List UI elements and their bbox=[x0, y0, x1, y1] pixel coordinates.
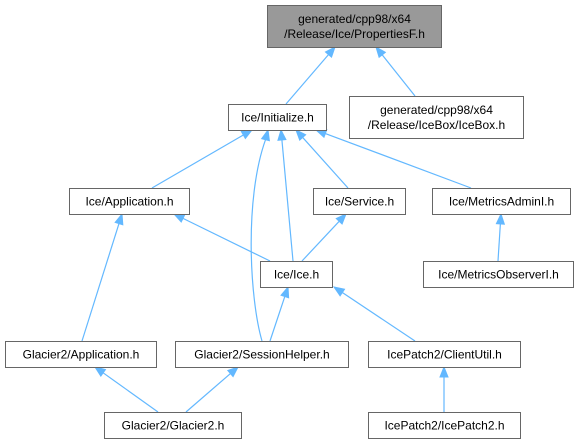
edge-initialize-to-propertiesf bbox=[285, 45, 336, 105]
node-box bbox=[260, 261, 333, 288]
edge-line bbox=[497, 223, 501, 262]
edge-line bbox=[250, 139, 267, 342]
edge-line bbox=[381, 54, 416, 97]
edge-line bbox=[269, 296, 286, 342]
edge-application-to-initialize bbox=[151, 129, 254, 189]
node-glacier2[interactable]: Glacier2/Glacier2.h bbox=[104, 412, 242, 439]
node-box bbox=[313, 188, 406, 215]
node-label: IcePatch2/ClientUtil.h bbox=[387, 348, 502, 362]
edge-icepatch2-to-clientutil bbox=[439, 365, 449, 412]
node-box bbox=[349, 96, 524, 139]
node-label: Ice/Initialize.h bbox=[241, 111, 314, 125]
node-service[interactable]: Ice/Service.h bbox=[313, 188, 406, 215]
node-box bbox=[69, 188, 190, 215]
arrowhead-icon bbox=[280, 285, 290, 299]
edges bbox=[81, 45, 506, 413]
edge-line bbox=[102, 372, 159, 413]
node-box bbox=[368, 412, 521, 439]
node-clientutil[interactable]: IcePatch2/ClientUtil.h bbox=[368, 341, 521, 368]
edge-line bbox=[185, 373, 231, 413]
node-metricsadmini[interactable]: Ice/MetricsAdminI.h bbox=[432, 188, 571, 215]
node-sessionhelper[interactable]: Glacier2/SessionHelper.h bbox=[175, 341, 349, 368]
node-label: /Release/IceBox/IceBox.h bbox=[368, 118, 505, 132]
node-initialize[interactable]: Ice/Initialize.h bbox=[228, 104, 327, 131]
node-glacier2application[interactable]: Glacier2/Application.h bbox=[5, 341, 157, 368]
nodes: generated/cpp98/x64/Release/Ice/Properti… bbox=[5, 5, 574, 439]
edge-ice-to-service bbox=[301, 213, 347, 262]
node-box bbox=[267, 5, 442, 48]
arrowhead-icon bbox=[226, 366, 240, 378]
edge-line bbox=[182, 217, 271, 262]
node-label: generated/cpp98/x64 bbox=[380, 103, 493, 117]
node-label: IcePatch2/IcePatch2.h bbox=[384, 419, 504, 433]
arrowhead-icon bbox=[439, 365, 449, 378]
edge-icebox-to-propertiesf bbox=[375, 45, 416, 97]
edge-line bbox=[151, 134, 244, 189]
node-box bbox=[228, 104, 327, 131]
edge-sessionhelper-to-ice bbox=[269, 285, 290, 342]
node-box bbox=[5, 341, 157, 368]
node-box bbox=[423, 261, 574, 288]
edge-line bbox=[281, 139, 294, 262]
node-label: Ice/Ice.h bbox=[274, 268, 319, 282]
arrowhead-icon bbox=[93, 366, 107, 377]
edge-service-to-initialize bbox=[295, 128, 349, 189]
edge-line bbox=[81, 223, 120, 342]
edge-metricsobserveri-to-metricsadmini bbox=[495, 212, 506, 262]
edge-line bbox=[325, 132, 472, 189]
arrowhead-icon bbox=[277, 128, 287, 141]
node-box bbox=[104, 412, 242, 439]
arrowhead-icon bbox=[332, 286, 346, 297]
edge-clientutil-to-ice bbox=[332, 286, 416, 342]
arrowhead-icon bbox=[495, 212, 506, 225]
edge-glacier2-to-sessionhelper bbox=[185, 366, 240, 413]
node-application[interactable]: Ice/Application.h bbox=[69, 188, 190, 215]
node-icebox[interactable]: generated/cpp98/x64/Release/IceBox/IceBo… bbox=[349, 96, 524, 139]
edge-ice-to-initialize bbox=[277, 128, 294, 262]
edge-line bbox=[301, 220, 340, 262]
node-label: Ice/Application.h bbox=[85, 195, 173, 209]
arrowhead-icon bbox=[114, 212, 124, 226]
edge-line bbox=[302, 137, 349, 189]
node-label: Ice/Service.h bbox=[325, 195, 394, 209]
arrowhead-icon bbox=[172, 213, 186, 223]
node-icepatch2[interactable]: IcePatch2/IcePatch2.h bbox=[368, 412, 521, 439]
edge-line bbox=[341, 292, 416, 342]
node-box bbox=[432, 188, 571, 215]
edge-glacier2-to-glacier2application bbox=[93, 366, 159, 413]
node-label: /Release/Ice/PropertiesF.h bbox=[284, 27, 425, 41]
node-propertiesf: generated/cpp98/x64/Release/Ice/Properti… bbox=[267, 5, 442, 48]
node-label: generated/cpp98/x64 bbox=[298, 12, 411, 26]
arrowhead-icon bbox=[260, 128, 270, 142]
arrowhead-icon bbox=[324, 45, 336, 59]
node-box bbox=[368, 341, 521, 368]
node-ice[interactable]: Ice/Ice.h bbox=[260, 261, 333, 288]
node-label: Glacier2/Glacier2.h bbox=[122, 419, 225, 433]
node-metricsobserveri[interactable]: Ice/MetricsObserverI.h bbox=[423, 261, 574, 288]
node-box bbox=[175, 341, 349, 368]
node-label: Ice/MetricsObserverI.h bbox=[438, 268, 559, 282]
node-label: Glacier2/SessionHelper.h bbox=[194, 348, 329, 362]
arrowhead-icon bbox=[375, 45, 387, 59]
arrowhead-icon bbox=[335, 213, 347, 225]
arrowhead-icon bbox=[295, 128, 307, 141]
edge-sessionhelper-to-initialize bbox=[250, 128, 270, 342]
arrowhead-icon bbox=[240, 129, 254, 140]
edge-line bbox=[285, 54, 329, 105]
edge-ice-to-application bbox=[172, 213, 271, 262]
node-label: Glacier2/Application.h bbox=[23, 348, 140, 362]
edge-glacier2application-to-application bbox=[81, 212, 124, 342]
node-label: Ice/MetricsAdminI.h bbox=[449, 195, 554, 209]
